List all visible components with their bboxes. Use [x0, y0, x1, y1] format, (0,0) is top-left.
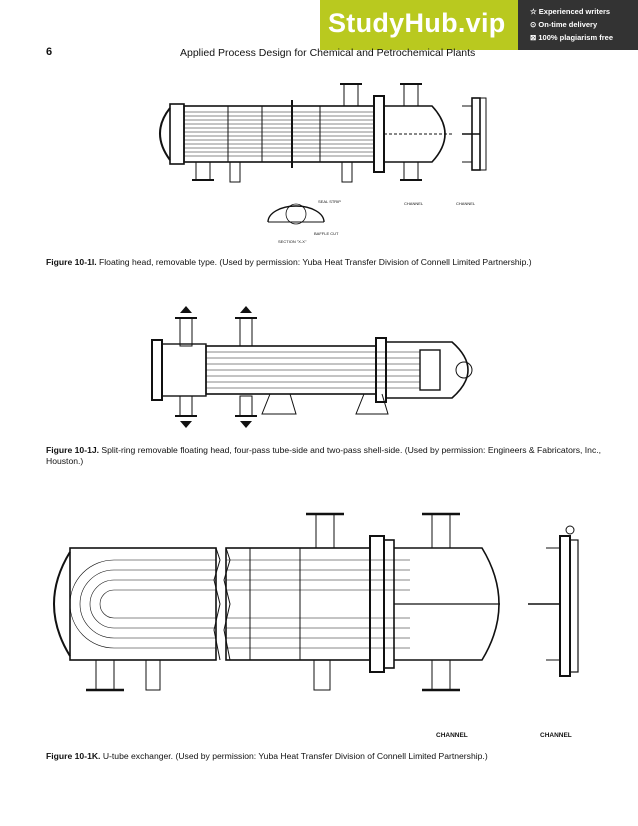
- figure-10-1i-caption: Figure 10-1I. Floating head, removable t…: [46, 257, 606, 268]
- label-section-xx: SECTION "X-X": [278, 239, 307, 244]
- figure-10-1j-caption: Figure 10-1J. Split-ring removable float…: [46, 445, 606, 467]
- figure-10-1k-caption: Figure 10-1K. U-tube exchanger. (Used by…: [46, 751, 606, 762]
- label-channel-1: CHANNEL: [436, 732, 468, 739]
- ad-banner[interactable]: StudyHub.vip ☆ Experienced writers ⊙ On-…: [320, 0, 638, 50]
- studyhub-logo[interactable]: StudyHub.vip: [328, 8, 506, 38]
- label-baffle-cut: BAFFLE CUT: [314, 231, 339, 236]
- label-channel-1: CHANNEL: [404, 201, 424, 206]
- page-number: 6: [46, 46, 53, 58]
- label-channel-2: CHANNEL: [540, 732, 572, 739]
- label-seal-strip: SEAL STRIP: [318, 199, 341, 204]
- figure-id: Figure 10-1I.: [46, 257, 97, 267]
- banner-logo-area[interactable]: StudyHub.vip: [320, 0, 518, 50]
- feature-experienced-writers: ☆ Experienced writers: [530, 7, 611, 16]
- label-channel-2: CHANNEL: [456, 201, 476, 206]
- running-head: Applied Process Design for Chemical and …: [180, 47, 476, 59]
- figure-caption-text: Split-ring removable floating head, four…: [46, 445, 602, 466]
- banner-features: ☆ Experienced writers ⊙ On-time delivery…: [518, 0, 638, 50]
- figure-caption-text: U-tube exchanger. (Used by permission: Y…: [102, 751, 488, 761]
- figure-id: Figure 10-1J.: [46, 445, 100, 455]
- figure-caption-text: Floating head, removable type. (Used by …: [99, 257, 532, 267]
- figure-id: Figure 10-1K.: [46, 751, 101, 761]
- feature-plagiarism-free: ⊠ 100% plagiarism free: [530, 33, 613, 42]
- feature-on-time-delivery: ⊙ On-time delivery: [530, 20, 598, 29]
